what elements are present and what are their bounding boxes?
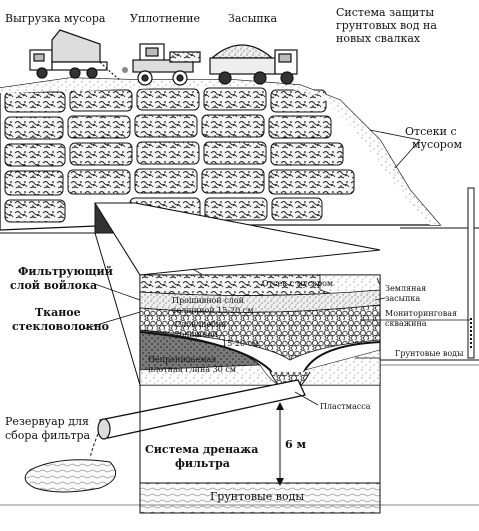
- label-groundwater-bottom: Грунтовые воды: [210, 490, 304, 503]
- label-fiberglass-1: Тканое: [35, 306, 81, 319]
- label-depth: 6 м: [285, 438, 306, 451]
- dump-truck-covering: [209, 44, 298, 85]
- compaction-dust: [122, 67, 128, 73]
- label-gravel-1: Слой щебня: [175, 320, 226, 329]
- drainage-pipe: [89, 379, 306, 459]
- leader-lines: [79, 129, 470, 406]
- label-clay-1: Непроницаемая: [148, 355, 216, 364]
- reservoir-puddle: [24, 459, 117, 493]
- label-felt-filter-2: слой войлока: [10, 279, 97, 292]
- depth-arrow-bottom: [276, 478, 284, 486]
- label-drainage-1: Система дренажа: [145, 443, 258, 456]
- refuse-cells: [4, 87, 355, 223]
- label-system-title-1: Система защиты: [336, 6, 434, 19]
- label-compacted-2: толщиной 15-20 см: [172, 306, 253, 315]
- label-covering: Засыпка: [228, 12, 278, 25]
- label-cells-2: мусором: [412, 138, 462, 151]
- label-soil-cover-1: Земляная: [385, 284, 426, 293]
- label-soil-cover-2: засыпка: [385, 294, 420, 303]
- label-cells-1: Отсеки с: [405, 125, 457, 138]
- groundwater-bottom-block: [139, 482, 381, 514]
- label-plastic: Пластмасса: [320, 402, 371, 411]
- label-compacted-1: Прошивной слой: [172, 296, 244, 305]
- label-compaction: Уплотнение: [130, 12, 200, 25]
- label-clay-2: плотная глина 30 см: [148, 365, 236, 374]
- label-refuse-cell: Отсек с мусором: [262, 279, 333, 288]
- label-reservoir-2: сбора фильтра: [5, 429, 91, 442]
- label-reservoir-1: Резервуар для: [5, 415, 89, 428]
- projection-line-left: [94, 232, 141, 386]
- label-unloading: Выгрузка мусора: [5, 12, 106, 25]
- label-monitoring-well-1: Мониторинговая: [385, 309, 457, 318]
- label-fiberglass-2: стекловолокно: [12, 320, 109, 333]
- monitoring-well-pipe: [467, 187, 475, 359]
- label-system-title-3: новых свалках: [336, 32, 421, 45]
- cross-section-block: [94, 202, 381, 392]
- label-drainage-2: фильтра: [175, 457, 230, 470]
- layer-gravel: [139, 304, 381, 361]
- label-gravel-3: 15-20 см: [222, 339, 258, 348]
- label-monitoring-well-2: скважина: [385, 319, 427, 328]
- label-gravel-2: толщиной: [175, 330, 218, 339]
- label-felt-filter-1: Фильтрующий: [18, 265, 113, 278]
- compactor-vehicle: [132, 43, 201, 86]
- depth-arrow-top: [276, 402, 284, 410]
- label-system-title-2: грунтовых вод на: [336, 19, 437, 32]
- label-groundwater-right: Грунтовые воды: [395, 349, 464, 358]
- dump-truck-unloading: [29, 29, 121, 81]
